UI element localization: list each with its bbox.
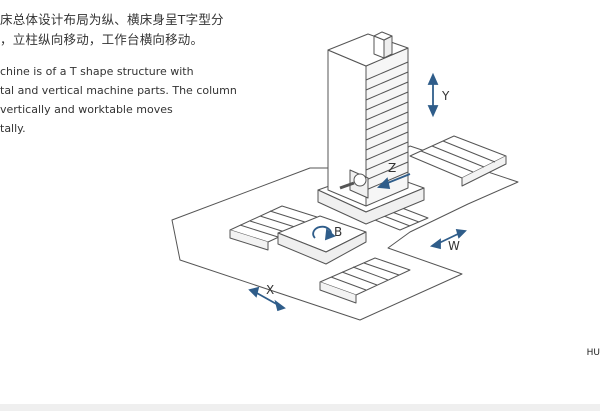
english-text-line: tal and vertical machine parts. The colu… <box>0 84 237 97</box>
spindle <box>353 173 367 187</box>
english-text-line: vertically and worktable moves <box>0 103 173 116</box>
english-text-line: tally. <box>0 122 26 135</box>
chinese-text-line: 床总体设计布局为纵、横床身呈T字型分 <box>0 12 224 27</box>
corner-label: HU <box>586 348 600 358</box>
axis-label-z: Z <box>388 161 396 175</box>
axis-label-b: B <box>334 225 342 239</box>
axis-label-x: X <box>266 283 274 297</box>
english-text-line: chine is of a T shape structure with <box>0 65 194 78</box>
horizontal-bed-right <box>319 257 411 296</box>
description-text: 床总体设计布局为纵、横床身呈T字型分 ，立柱纵向移动，工作台横向移动。 chin… <box>0 10 260 138</box>
machine-structure-diagram: Y Z X W B <box>171 31 519 321</box>
z-axis-arrow-icon <box>384 173 411 185</box>
b-axis-rotation-arrow-icon <box>312 225 333 239</box>
english-text: chine is of a T shape structure with tal… <box>0 62 260 138</box>
axis-label-w: W <box>448 239 460 253</box>
footer-bar <box>0 404 600 411</box>
chinese-text-line: ，立柱纵向移动，工作台横向移动。 <box>0 32 204 47</box>
axis-label-y: Y <box>441 89 450 103</box>
